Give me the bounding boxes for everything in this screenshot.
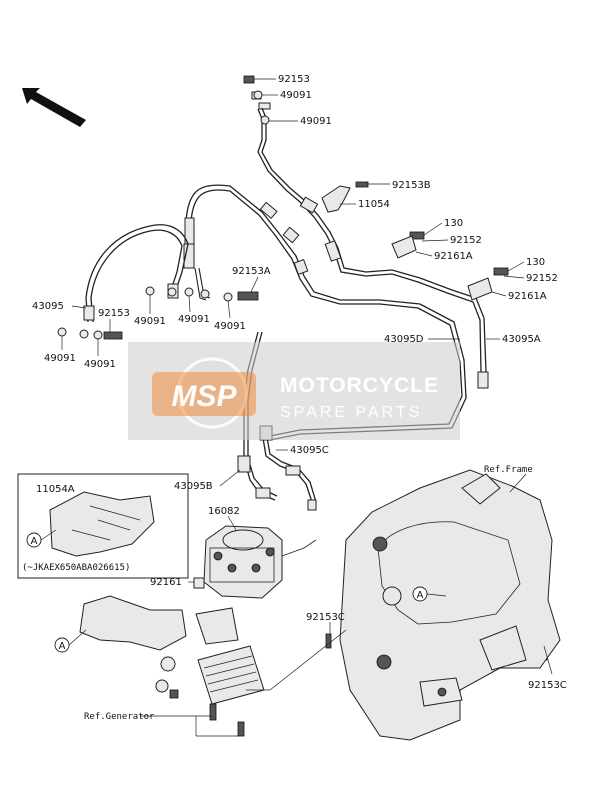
label-49091-g: 49091	[84, 359, 116, 370]
label-92152-b: 92152	[526, 273, 558, 284]
marker-a-bracket: A	[59, 641, 66, 652]
watermark-line1: MOTORCYCLE	[280, 374, 439, 397]
label-92153b: 92153B	[392, 180, 431, 191]
label-serial-note: (~JKAEX650ABA026615)	[22, 563, 130, 573]
watermark: MSP MOTORCYCLE SPARE PARTS	[128, 342, 460, 440]
label-11054a: 11054A	[36, 484, 75, 495]
direction-arrow-icon	[22, 88, 86, 127]
abs-hydraulic-unit	[203, 525, 317, 599]
label-92161: 92161	[150, 577, 182, 588]
label-92152-a: 92152	[450, 235, 482, 246]
label-130-b: 130	[526, 257, 545, 268]
label-92153-top: 92153	[278, 74, 310, 85]
label-49091-e: 49091	[214, 321, 246, 332]
label-92161a-b: 92161A	[508, 291, 547, 302]
label-43095d: 43095D	[384, 334, 424, 345]
label-92153c-b: 92153C	[528, 680, 567, 691]
label-43095c: 43095C	[290, 445, 329, 456]
reference-marker-a-icon: A A A	[26, 529, 447, 653]
label-49091-a: 49091	[280, 90, 312, 101]
label-130-a: 130	[444, 218, 463, 229]
label-92153a: 92153A	[232, 266, 271, 277]
leader-lines	[61, 78, 553, 737]
label-92161a-a: 92161A	[434, 251, 473, 262]
label-43095b: 43095B	[174, 481, 213, 492]
watermark-logo: MSP	[171, 380, 237, 413]
label-49091-d: 49091	[178, 314, 210, 325]
label-49091-f: 49091	[44, 353, 76, 364]
inset-box-11054a	[17, 473, 189, 579]
label-ref-frame: Ref.Frame	[484, 465, 533, 475]
front-brake-hoses	[83, 75, 489, 511]
frame	[339, 469, 561, 741]
label-92153c-a: 92153C	[306, 612, 345, 623]
marker-a-inset: A	[31, 536, 38, 547]
label-49091-c: 49091	[134, 316, 166, 327]
label-43095: 43095	[32, 301, 64, 312]
label-43095a: 43095A	[502, 334, 541, 345]
label-11054: 11054	[358, 199, 390, 210]
marker-a-frame: A	[417, 590, 424, 601]
watermark-line2: SPARE PARTS	[280, 404, 422, 421]
label-92153-left: 92153	[98, 308, 130, 319]
label-16082: 16082	[208, 506, 240, 517]
label-49091-b: 49091	[300, 116, 332, 127]
abs-mount-bracket	[79, 595, 265, 705]
label-ref-generator: Ref.Generator	[84, 712, 155, 722]
part-labels: 92153 49091 49091 92153B 11054 130 92152…	[22, 74, 567, 722]
